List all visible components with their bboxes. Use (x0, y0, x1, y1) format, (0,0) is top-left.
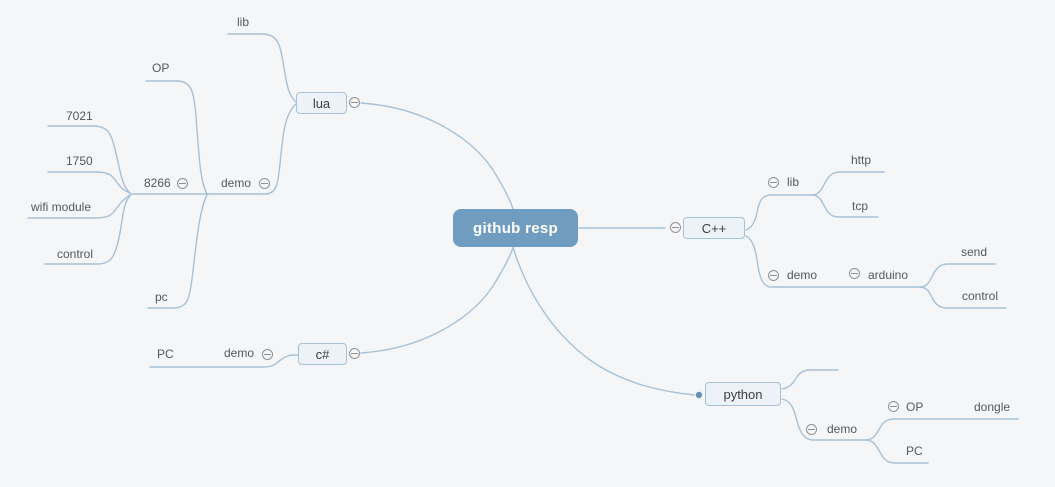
connector-cpp-demo-arduino (745, 235, 921, 288)
node-cpp-lib[interactable]: lib (787, 175, 800, 189)
node-arduino-control[interactable]: control (962, 289, 999, 303)
collapse-icon-lua-demo[interactable] (259, 178, 270, 189)
collapse-icon-lua[interactable] (349, 97, 360, 108)
node-8266[interactable]: 8266 (144, 176, 171, 190)
collapse-icon-cpp-lib[interactable] (768, 177, 779, 188)
node-7021[interactable]: 7021 (66, 109, 93, 123)
node-root[interactable]: github resp (453, 209, 578, 247)
collapse-icon-cpp-demo[interactable] (768, 270, 779, 281)
collapse-icon-cpp[interactable] (670, 222, 681, 233)
link-dot-icon (695, 391, 703, 399)
connector-pc-demo (147, 194, 208, 309)
connector-wifi-8266 (27, 194, 131, 219)
connector-cpp-lib (745, 194, 813, 231)
connector-csharp-root (360, 247, 514, 354)
connector-lib-lua (227, 33, 298, 104)
node-cpp[interactable]: C++ (683, 217, 745, 239)
node-python-demo[interactable]: demo (827, 422, 858, 436)
node-csharp-demo[interactable]: demo (224, 346, 255, 360)
connector-lib-http (811, 171, 885, 196)
node-python-op[interactable]: OP (906, 400, 924, 414)
connector-arduino-control (919, 286, 1007, 309)
node-arduino[interactable]: arduino (868, 268, 909, 282)
node-cpp-demo[interactable]: demo (787, 268, 818, 282)
node-tcp[interactable]: tcp (852, 199, 869, 213)
collapse-icon-csharp[interactable] (349, 348, 360, 359)
node-lua-lib[interactable]: lib (237, 15, 250, 29)
connector-demo-op-dongle (865, 418, 1019, 441)
connector-control-8266 (44, 195, 131, 265)
node-8266-control[interactable]: control (57, 247, 94, 261)
node-python-unnamed[interactable] (808, 356, 838, 369)
node-lua[interactable]: lua (296, 92, 347, 114)
node-demo-op[interactable]: OP (152, 61, 170, 75)
connector-1750-8266 (47, 171, 131, 194)
connector-arduino-send (919, 263, 996, 288)
collapse-icon-python-demo[interactable] (806, 424, 817, 435)
node-1750[interactable]: 1750 (66, 154, 93, 168)
connector-pc-demo-csharp (149, 354, 299, 368)
connector-python-demo (781, 398, 867, 441)
node-csharp[interactable]: c# (298, 343, 347, 365)
collapse-icon-python-op[interactable] (888, 401, 899, 412)
connector-lib-tcp (811, 194, 879, 218)
node-python-pc[interactable]: PC (906, 444, 923, 458)
node-dongle[interactable]: dongle (974, 400, 1011, 414)
connector-demo-pc (865, 439, 929, 464)
connector-python-unnamed (781, 369, 839, 390)
connector-lua-root (360, 102, 514, 210)
node-python[interactable]: python (705, 382, 781, 406)
node-lua-demo[interactable]: demo (221, 176, 252, 190)
collapse-icon-8266[interactable] (177, 178, 188, 189)
node-http[interactable]: http (851, 153, 872, 167)
node-wifi-module[interactable]: wifi module (31, 200, 92, 214)
node-csharp-pc[interactable]: PC (157, 347, 174, 361)
connector-demo-lua (206, 103, 297, 195)
node-lua-demo-pc[interactable]: pc (155, 290, 168, 304)
collapse-icon-csharp-demo[interactable] (262, 349, 273, 360)
connector-root-python (512, 246, 695, 396)
node-send[interactable]: send (961, 245, 988, 259)
connector-op-demo (145, 80, 208, 195)
collapse-icon-arduino[interactable] (849, 268, 860, 279)
connector-7021-8266 (47, 125, 131, 194)
